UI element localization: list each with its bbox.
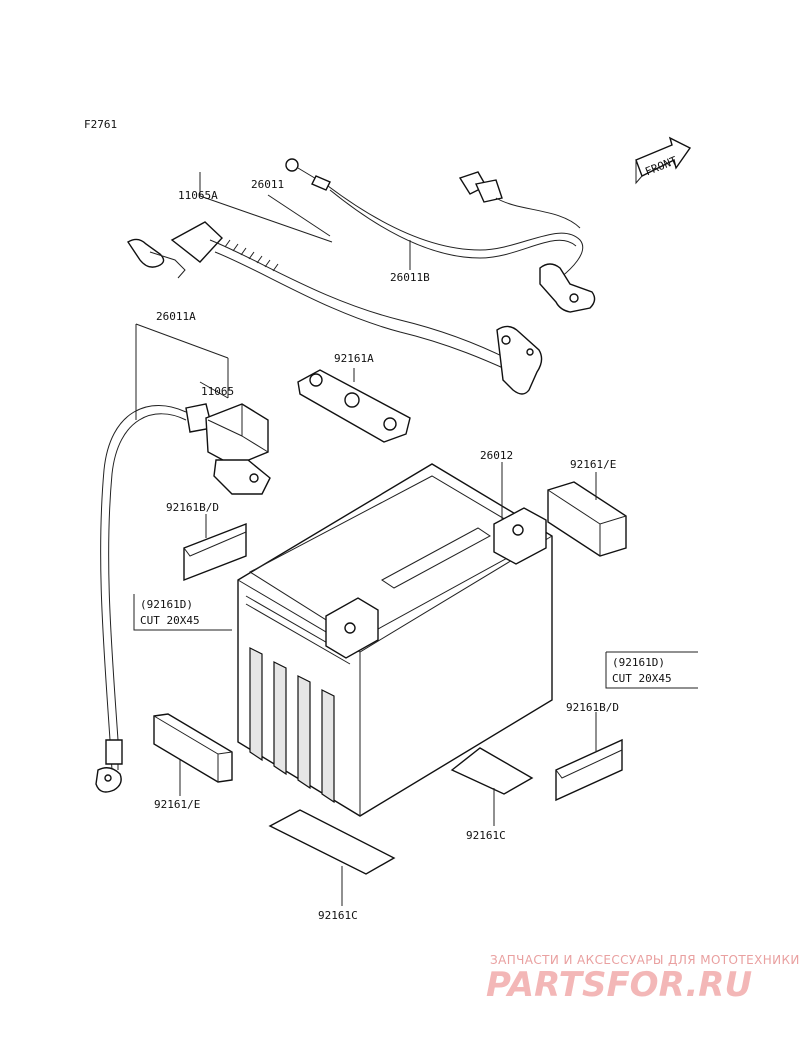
watermark-tagline: ЗАПЧАСТИ И АКСЕССУАРЫ ДЛЯ МОТОТЕХНИКИ xyxy=(490,953,800,967)
front-arrow-icon: FRONT xyxy=(635,136,692,185)
pad-92161BD-right xyxy=(555,738,623,802)
pad-92161C-bottom xyxy=(268,809,396,875)
label-92161E-bottom: 92161/E xyxy=(154,798,200,811)
note-box-left: (92161D) CUT 20X45 xyxy=(133,594,232,631)
pad-92161BD-left xyxy=(183,522,247,582)
battery-26012 xyxy=(237,463,553,817)
note-right-line2: CUT 20X45 xyxy=(612,672,672,685)
label-92161A: 92161A xyxy=(334,352,374,365)
note-right-line1: (92161D) xyxy=(612,656,665,669)
cable-26011A xyxy=(95,403,271,793)
label-92161C-bottom: 92161C xyxy=(318,909,358,922)
pad-92161C-mid xyxy=(450,747,534,795)
label-92161BD-left: 92161B/D xyxy=(166,501,219,514)
label-92161E-top: 92161/E xyxy=(570,458,616,471)
note-left-line1: (92161D) xyxy=(140,598,193,611)
cable-26011B xyxy=(285,158,596,313)
label-26012: 26012 xyxy=(480,449,513,462)
cable-26011 xyxy=(127,221,543,395)
label-92161BD-right: 92161B/D xyxy=(566,701,619,714)
pad-92161E-bottom xyxy=(153,713,233,783)
cable-sleeve-coil xyxy=(224,239,279,272)
plate-92161A xyxy=(297,369,411,443)
leader-26011A xyxy=(135,323,229,420)
label-11065: 11065 xyxy=(201,385,234,398)
label-26011: 26011 xyxy=(251,178,284,191)
leader-26011 xyxy=(267,194,331,237)
leader-11065 xyxy=(199,358,229,399)
note-left-line2: CUT 20X45 xyxy=(140,614,200,627)
pad-92161E-top xyxy=(547,481,627,557)
label-11065A: 11065A xyxy=(178,189,218,202)
label-26011A: 26011A xyxy=(156,310,196,323)
label-26011B: 26011B xyxy=(390,271,430,284)
watermark-logo: PARTSFOR.RU xyxy=(486,965,752,1005)
note-box-right: (92161D) CUT 20X45 xyxy=(605,651,698,689)
label-92161C-mid: 92161C xyxy=(466,829,506,842)
leader-11065A xyxy=(199,172,333,243)
figure-code: F2761 xyxy=(84,118,117,131)
